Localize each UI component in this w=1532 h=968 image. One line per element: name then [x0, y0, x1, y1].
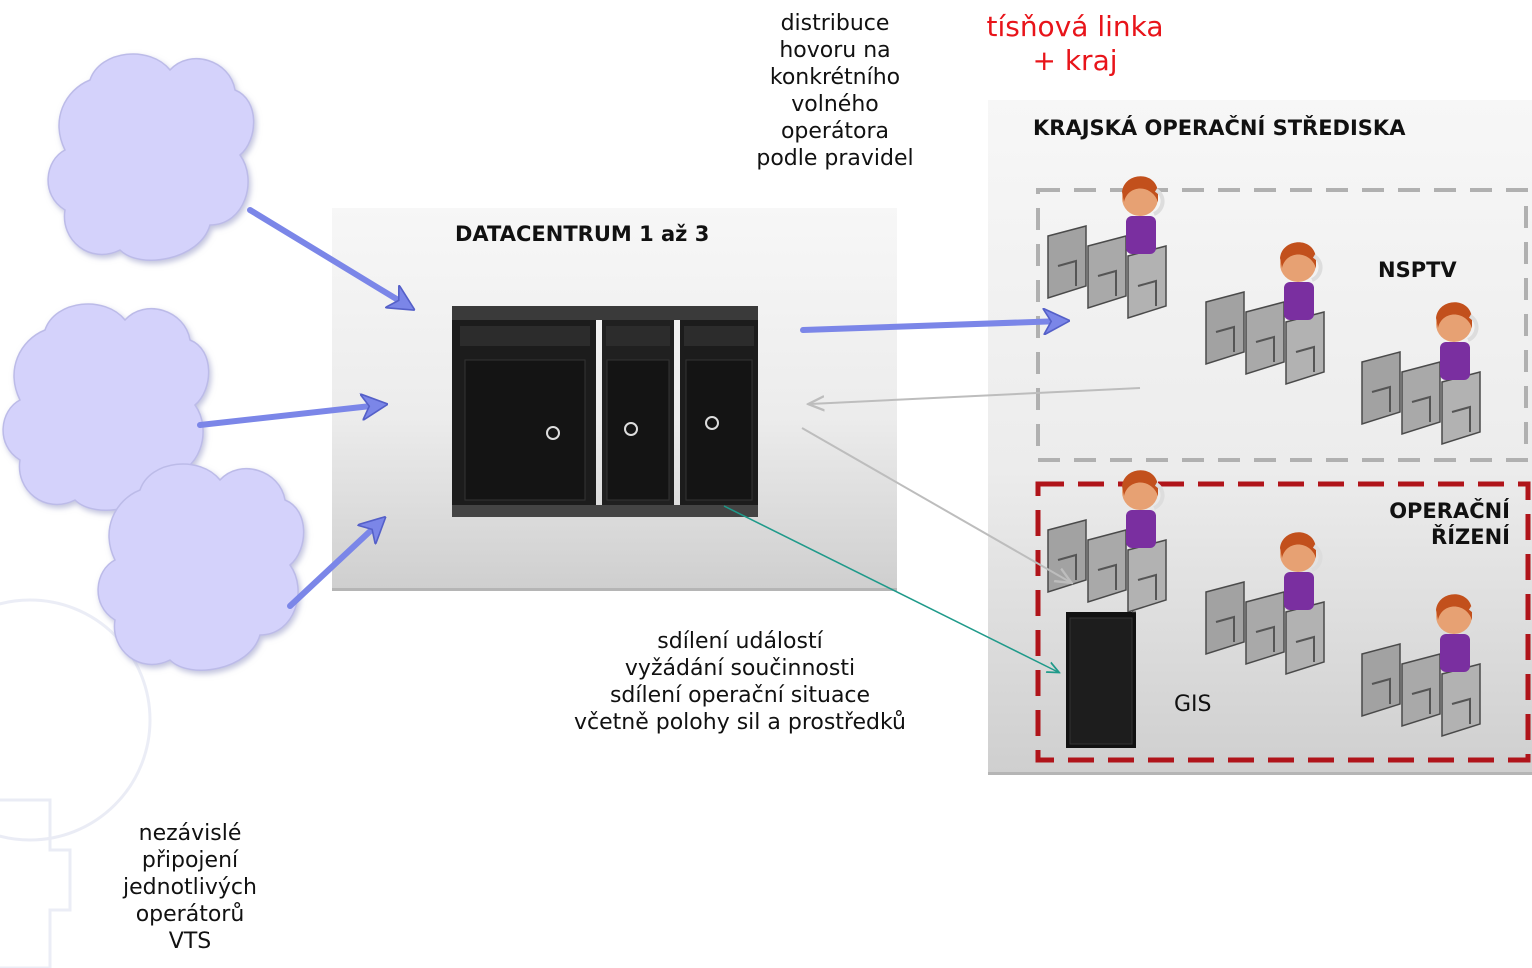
- regional-title: KRAJSKÁ OPERAČNÍ STŘEDISKA: [1033, 116, 1406, 140]
- sharing-label: sdílení událostí vyžádání součinnosti sd…: [574, 629, 906, 735]
- arrow-datacenter-to-nsptv: [800, 321, 1062, 330]
- gis-server-icon: [1066, 611, 1136, 748]
- nsptv-group-frame: [1036, 188, 1528, 462]
- arrow-cloud2-to-datacenter: [197, 405, 380, 428]
- arrow-datacenter-to-operational: [801, 427, 1070, 582]
- cloud-3-icon: [97, 463, 305, 671]
- arrow-datacenter-to-gis: [723, 505, 1058, 672]
- nsptv-label: NSPTV: [1378, 258, 1457, 282]
- gear-decoration-icon: [0, 598, 152, 842]
- arrow-cloud3-to-datacenter: [287, 522, 380, 609]
- operators-label: nezávislé připojení jednotlivých operáto…: [123, 821, 257, 954]
- operational-label: OPERAČNÍ ŘÍZENÍ: [1389, 499, 1510, 549]
- datacenter-title: DATACENTRUM 1 až 3: [455, 222, 710, 246]
- operational-group-frame: [1035, 481, 1531, 763]
- arrow-nsptv-to-datacenter: [810, 387, 1141, 404]
- cloud-1-icon: [47, 53, 255, 261]
- distribution-label: distribuce hovoru na konkrétního volného…: [756, 11, 914, 171]
- cross-decoration-icon: [0, 798, 72, 968]
- gis-label: GIS: [1174, 692, 1212, 717]
- emergency-line-label: tísňová linka + kraj: [986, 10, 1164, 77]
- arrow-cloud1-to-datacenter: [247, 207, 408, 306]
